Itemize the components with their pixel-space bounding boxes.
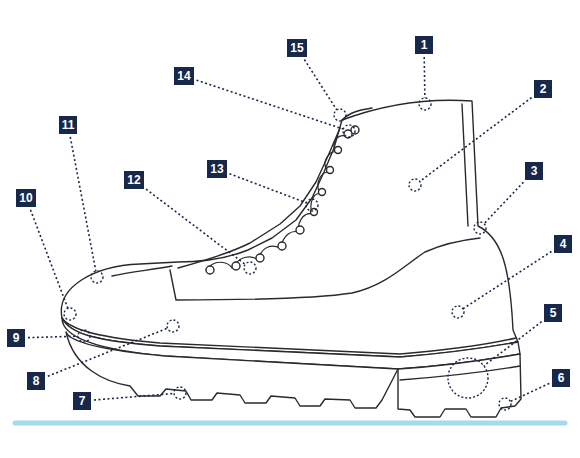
target-circle [78, 330, 90, 342]
callout-number: 5 [544, 304, 562, 322]
callout-number: 1 [415, 36, 433, 54]
target-circle [499, 398, 511, 410]
leader-line [94, 393, 174, 400]
callout-number: 14 [174, 67, 193, 85]
leader-line [304, 60, 336, 110]
leader-line [146, 189, 245, 264]
leader-line [420, 98, 532, 182]
leader-line [70, 137, 96, 271]
callout-number: 10 [16, 189, 35, 207]
callout-number: 2 [534, 80, 552, 98]
leader-line [484, 322, 542, 366]
target-circle [306, 199, 318, 211]
laces [206, 136, 346, 270]
target-circle [419, 98, 431, 110]
collar [342, 108, 372, 120]
outsole [66, 332, 398, 408]
leader-line [229, 174, 306, 203]
target-circle [343, 125, 355, 137]
ground-line [15, 421, 565, 426]
leader-line [463, 251, 551, 308]
quarter-seam [170, 238, 480, 300]
back-seam [462, 104, 468, 226]
target-circle [409, 179, 421, 191]
target-circle [244, 262, 256, 274]
target-circle [167, 320, 179, 332]
callout-number: 8 [27, 372, 45, 390]
callout-number: 15 [287, 39, 306, 57]
leader-line [423, 57, 425, 98]
callout-number: 12 [124, 171, 143, 189]
callout-number: 7 [73, 392, 91, 410]
callout-number: 9 [7, 329, 25, 347]
target-circle [64, 308, 76, 320]
leader-line [197, 80, 344, 129]
callout-number: 13 [207, 160, 226, 178]
target-circle [174, 387, 186, 399]
leader-line [510, 383, 549, 401]
target-circle [474, 222, 486, 234]
heel-line [400, 366, 520, 380]
leader-line [484, 182, 523, 223]
leader-line [28, 336, 78, 337]
callout-number: 4 [554, 235, 572, 253]
leader-line [30, 210, 67, 309]
tongue [178, 128, 340, 268]
callout-number: 11 [59, 116, 78, 134]
target-circle [448, 358, 488, 398]
callout-number: 3 [525, 162, 543, 180]
boot-upper [61, 100, 518, 357]
target-circle [91, 271, 103, 283]
target-circle [452, 306, 464, 318]
leader-line [48, 328, 168, 376]
target-circle [334, 109, 346, 121]
heel [398, 354, 521, 417]
callout-number: 6 [552, 369, 570, 387]
toe-seam [112, 266, 172, 276]
